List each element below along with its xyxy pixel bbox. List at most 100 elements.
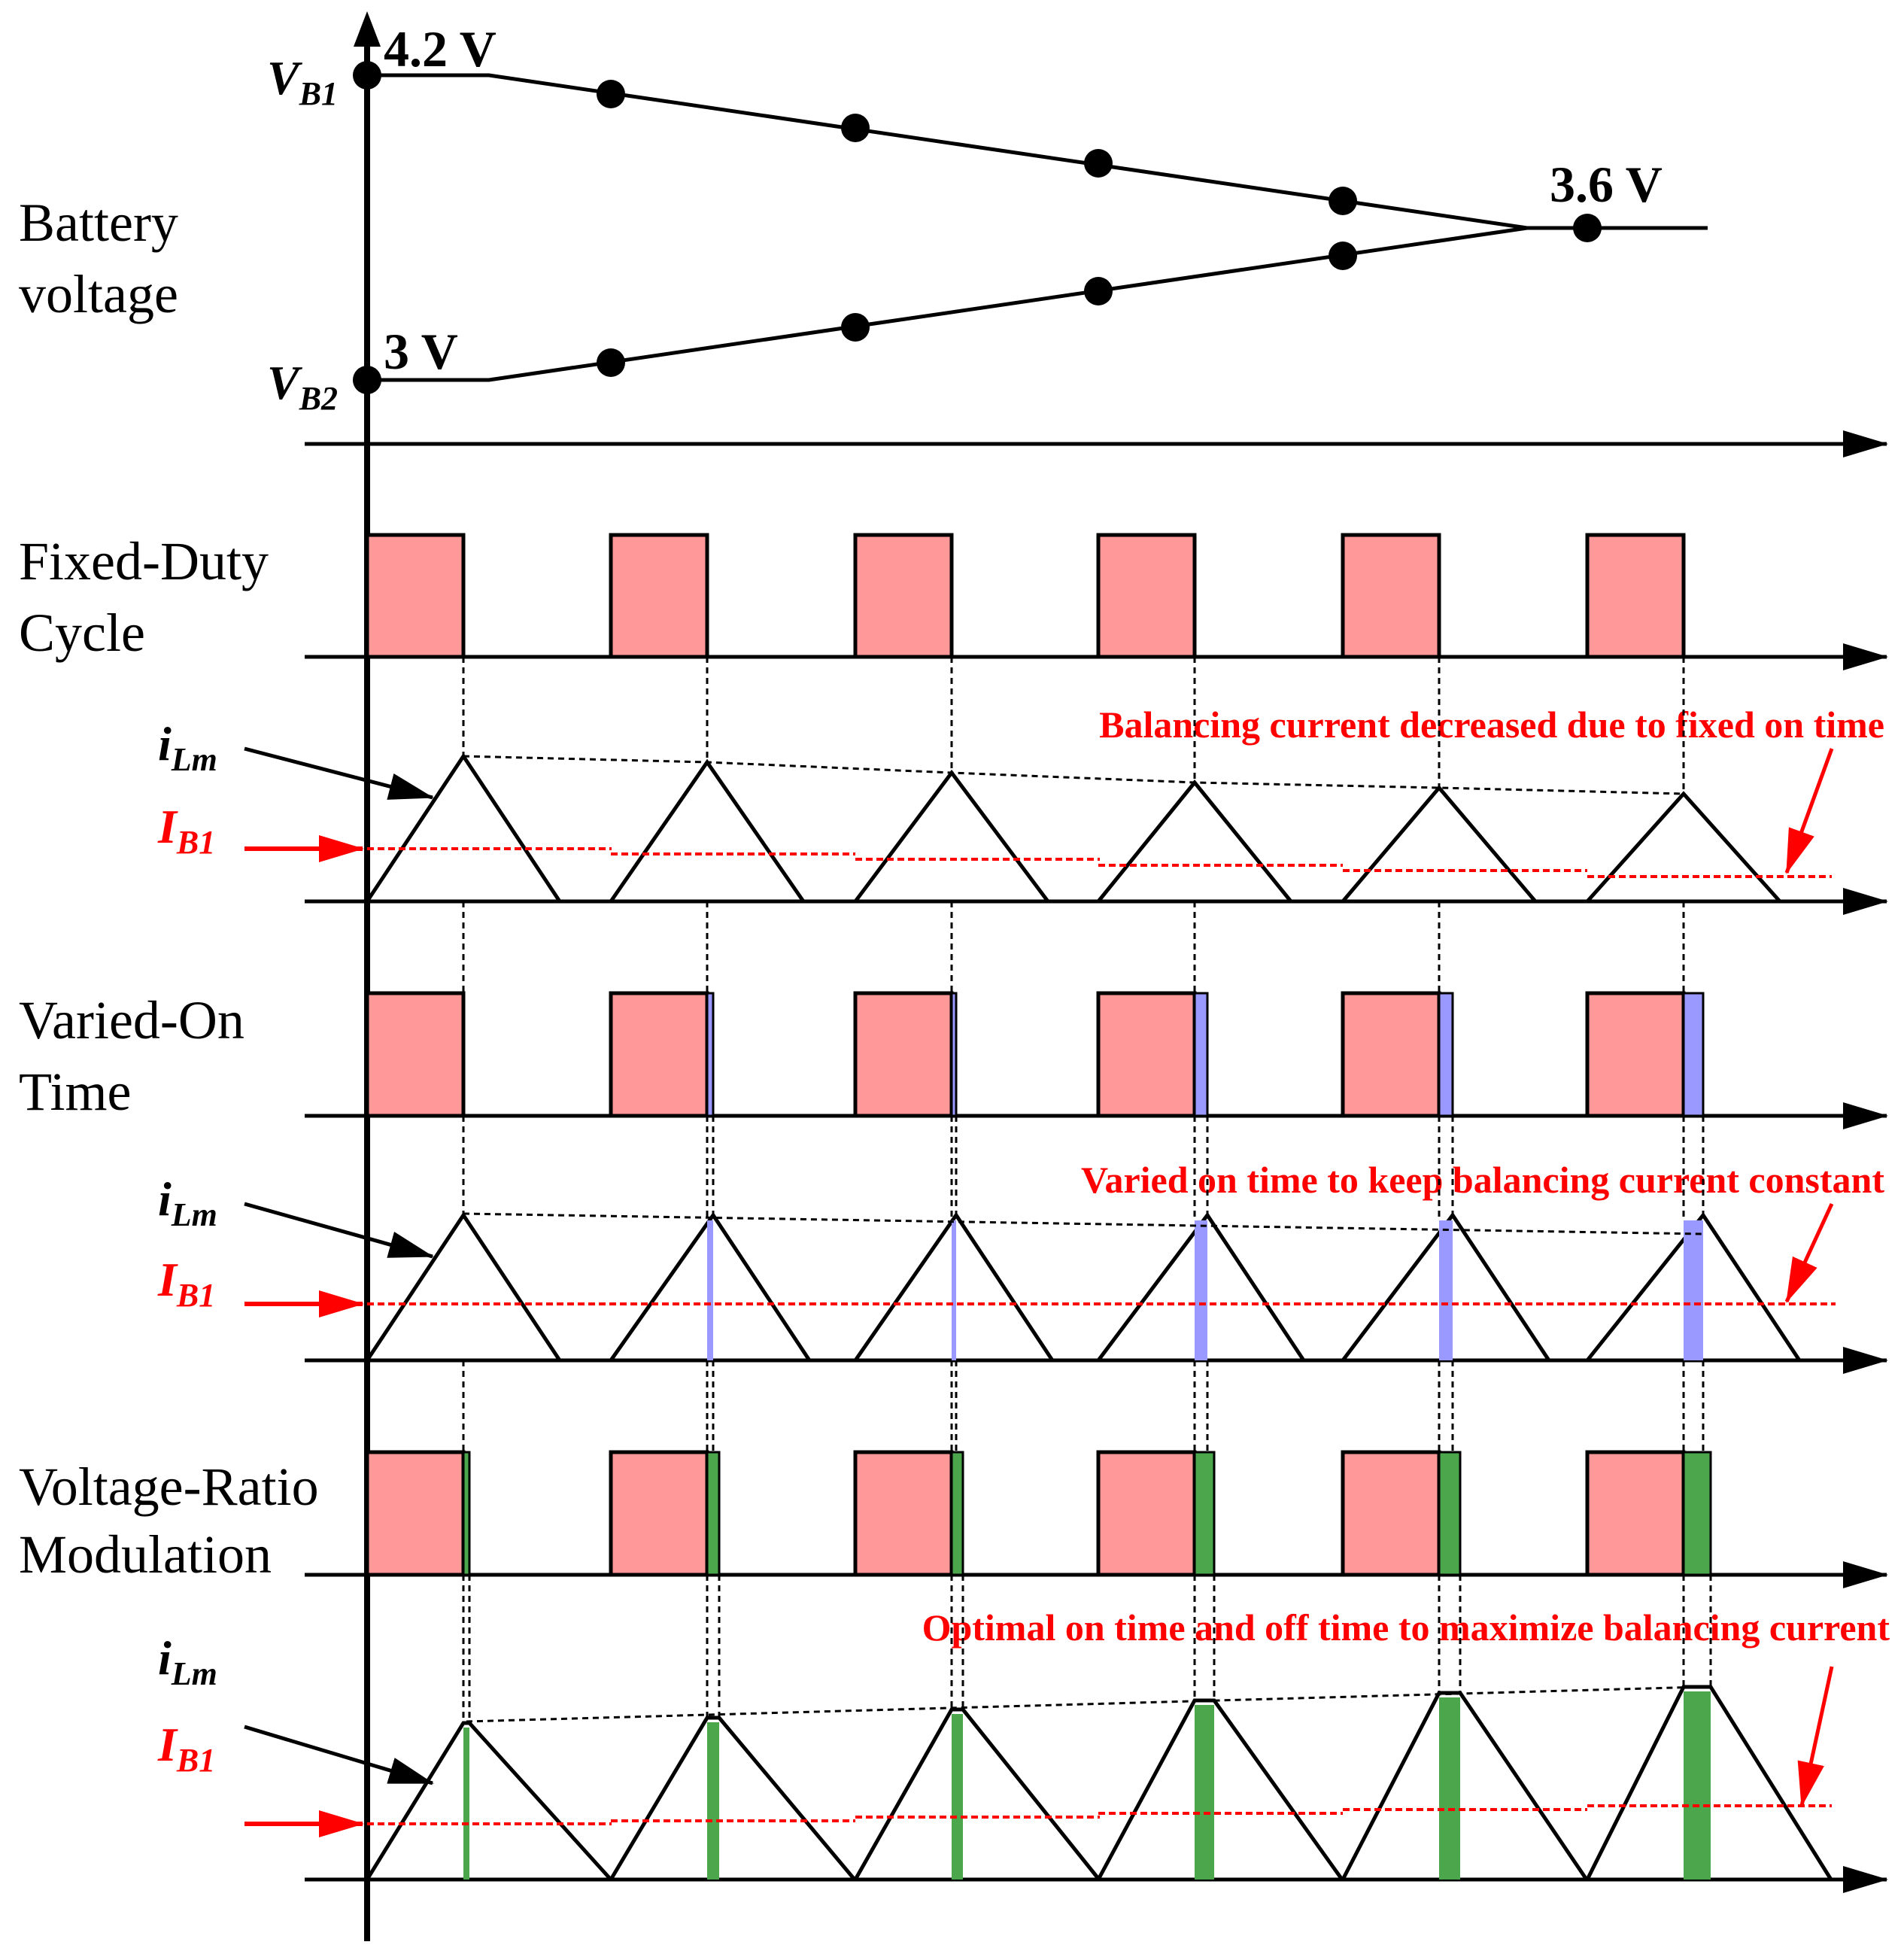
- ilm-arrow-2: [244, 1202, 434, 1259]
- fixed-current-triangle-6: [1586, 791, 1781, 903]
- varied-on-pulse-6: [1585, 991, 1686, 1118]
- vrm-current-band-1: [463, 1728, 469, 1880]
- ilm-arrow-1: [244, 746, 434, 800]
- ib1-subscript-3: B1: [176, 1742, 215, 1779]
- varied-annotation: Varied on time to keep balancing current…: [1081, 1159, 1884, 1201]
- varied-current-band-6: [1684, 1220, 1703, 1360]
- fixed-duty-pulse-6: [1585, 533, 1686, 659]
- optimal-annotation: Optimal on time and off time to maximize…: [922, 1606, 1890, 1649]
- voltage-marker-dot-9: [841, 313, 870, 342]
- ib1-subscript-2: B1: [176, 1277, 215, 1314]
- fixed-duty-label-line2: Cycle: [19, 603, 145, 663]
- ib1-symbol-3: I: [157, 1718, 178, 1771]
- optimal-annotation-arrow: [1797, 1666, 1834, 1807]
- varied-current-band-4: [1195, 1220, 1207, 1360]
- vrm-current-triangle-3: [853, 1707, 1101, 1881]
- varied-current-band-3: [952, 1220, 956, 1360]
- varied-on-pulse-5: [1341, 991, 1441, 1118]
- vrm-current-band-6: [1684, 1691, 1711, 1880]
- voltage-marker-dot-2: [597, 80, 625, 108]
- ilm-label-1: iLm: [158, 717, 217, 778]
- vrm-extension-4: [1193, 1451, 1216, 1576]
- varied-peak-trend: [463, 1212, 1702, 1235]
- fixed-duty-pulse-3: [853, 533, 954, 659]
- vrm-current-triangle-6: [1585, 1685, 1833, 1881]
- varied-on-pulse-3: [853, 991, 954, 1118]
- vrm-current-triangle-5: [1341, 1691, 1589, 1881]
- varied-current-band-2: [707, 1220, 713, 1360]
- fixed-current-triangle-5: [1341, 785, 1537, 903]
- ib1-symbol-2: I: [157, 1253, 178, 1306]
- vb2-label: VB2: [267, 356, 338, 417]
- vrm-current-triangle-1: [365, 1721, 612, 1881]
- voltage-marker-dot-5: [1329, 187, 1357, 215]
- varied-on-label-line1: Varied-On: [19, 990, 244, 1050]
- vrm-current-band-3: [952, 1714, 963, 1880]
- vrm-extension-3: [950, 1451, 964, 1576]
- varied-on-label-line2: Time: [19, 1062, 131, 1122]
- vrm-pulse-5: [1341, 1450, 1441, 1577]
- fixed-current-triangle-2: [609, 758, 806, 903]
- varied-on-extension-5: [1438, 992, 1454, 1117]
- fixed-current-triangle-4: [1097, 779, 1292, 903]
- varied-on-pulse-4: [1096, 991, 1197, 1118]
- ilm-symbol-1: i: [158, 717, 172, 770]
- ilm-subscript-2: Lm: [171, 1196, 217, 1233]
- vrm-current-band-4: [1195, 1705, 1214, 1880]
- varied-on-pulse-1: [365, 991, 466, 1118]
- fixed-current-triangle-1: [365, 752, 562, 903]
- ilm-arrow-3: [244, 1725, 434, 1785]
- fixed-duty-pulse-4: [1096, 533, 1197, 659]
- vrm-pulse-2: [609, 1450, 709, 1577]
- fixed-annotation-arrow: [1784, 748, 1834, 874]
- vrm-pulse-4: [1096, 1450, 1197, 1577]
- vrm-extension-6: [1682, 1451, 1712, 1576]
- vrm-extension-5: [1438, 1451, 1462, 1576]
- varied-current-triangle-1: [365, 1211, 562, 1362]
- fixed-current-triangle-3: [853, 769, 1050, 903]
- voltage-marker-dot-7: [353, 366, 381, 394]
- battery-label-line2: voltage: [19, 264, 178, 324]
- ib1-label-1: IB1: [157, 800, 215, 861]
- vb1-curve: [367, 73, 1708, 230]
- vrm-current-band-2: [707, 1722, 719, 1880]
- voltage-marker-dot-6: [1573, 214, 1602, 242]
- voltage-ratio-label-line1: Voltage-Ratio: [19, 1457, 319, 1517]
- vb1-label: VB1: [267, 51, 338, 112]
- battery-label-line1: Battery: [19, 193, 178, 253]
- vrm-pulse-1: [365, 1450, 466, 1577]
- ilm-symbol-2: i: [158, 1172, 172, 1226]
- ilm-label-2: iLm: [158, 1172, 217, 1233]
- voltage-marker-dot-8: [597, 348, 625, 377]
- varied-annotation-arrow: [1784, 1202, 1834, 1303]
- fixed-duty-pulse-2: [609, 533, 709, 659]
- voltage-marker-dot-4: [1084, 149, 1113, 178]
- varied-on-extension-2: [706, 992, 715, 1117]
- ib1-label-3: IB1: [157, 1718, 215, 1779]
- varied-on-extension-4: [1193, 992, 1209, 1117]
- fixed-peak-trend: [463, 755, 1684, 795]
- ib1-symbol-1: I: [157, 800, 178, 853]
- fixed-duty-pulse-1: [365, 533, 466, 659]
- vertical-axis-arrowhead: [354, 11, 381, 47]
- ilm-symbol-3: i: [158, 1631, 172, 1685]
- ib1-subscript-1: B1: [176, 824, 215, 861]
- ib1-label-2: IB1: [157, 1253, 215, 1314]
- fixed-duty-pulse-5: [1341, 533, 1441, 659]
- ilm-subscript-3: Lm: [171, 1655, 217, 1692]
- vrm-extension-2: [706, 1451, 721, 1576]
- vb2-value: 3 V: [384, 323, 458, 380]
- ilm-label-3: iLm: [158, 1631, 217, 1692]
- varied-on-extension-6: [1682, 992, 1705, 1117]
- voltage-marker-dot-10: [1084, 277, 1113, 305]
- vb2-curve: [367, 226, 1528, 382]
- voltage-marker-dot-3: [841, 114, 870, 142]
- voltage-marker-dot-11: [1329, 242, 1357, 270]
- varied-on-pulse-2: [609, 991, 709, 1118]
- vrm-pulse-6: [1585, 1450, 1686, 1577]
- fixed-annotation: Balancing current decreased due to fixed…: [1099, 704, 1884, 746]
- varied-on-extension-3: [950, 992, 958, 1117]
